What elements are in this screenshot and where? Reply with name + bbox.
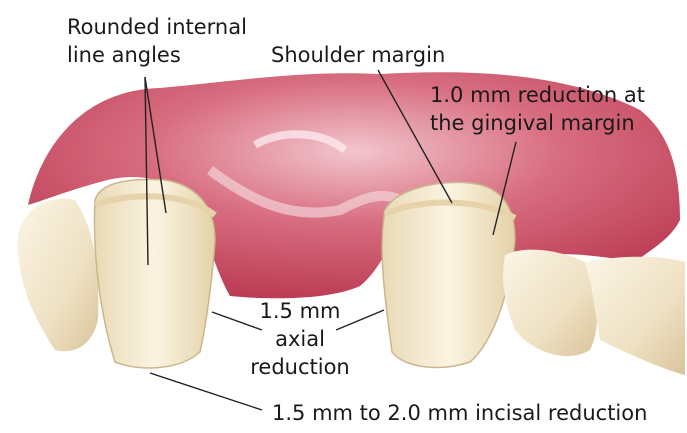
tooth-left-canine — [18, 199, 99, 351]
label-axial-3: reduction — [240, 354, 360, 380]
label-incisal-reduction: 1.5 mm to 2.0 mm incisal reduction — [272, 400, 647, 426]
label-rounded-internal-line-angles-1: Rounded internal — [67, 14, 247, 40]
label-gingival-reduction-1: 1.0 mm reduction at — [430, 82, 645, 108]
label-shoulder-margin: Shoulder margin — [271, 42, 445, 68]
tooth-far-right — [585, 257, 685, 375]
label-axial-1: 1.5 mm — [252, 298, 348, 324]
tooth-right-lateral — [503, 250, 597, 356]
label-gingival-reduction-2: the gingival margin — [430, 110, 635, 136]
label-rounded-internal-line-angles-2: line angles — [67, 42, 181, 68]
label-axial-2: axial — [252, 326, 348, 352]
